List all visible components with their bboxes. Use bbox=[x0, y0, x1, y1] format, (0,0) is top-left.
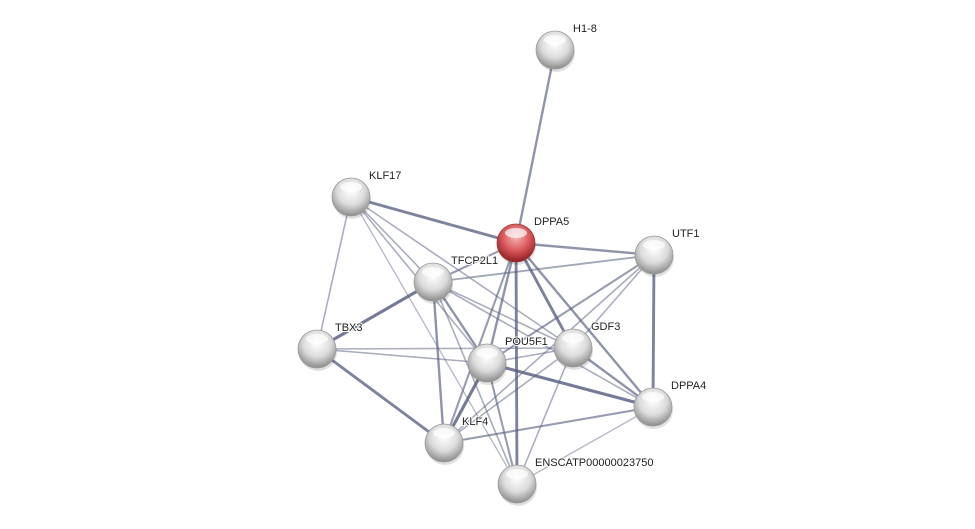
node-highlight bbox=[562, 333, 584, 343]
node-highlight bbox=[643, 240, 665, 250]
edge-pou5f1-dppa4[interactable] bbox=[486, 361, 654, 409]
edge-utf1-pou5f1[interactable] bbox=[486, 254, 655, 364]
node-label: ENSCATP00000023750 bbox=[535, 457, 653, 469]
edge-utf1-klf4[interactable] bbox=[443, 254, 655, 444]
node-highlight bbox=[505, 228, 527, 238]
edges bbox=[316, 49, 656, 485]
node-gdf3[interactable]: GDF3 bbox=[553, 320, 621, 370]
node-highlight bbox=[422, 267, 444, 277]
edge-tbx3-pou5f1[interactable] bbox=[316, 348, 488, 364]
node-utf1[interactable]: UTF1 bbox=[634, 227, 701, 277]
node-highlight bbox=[506, 469, 528, 479]
edge-dppa5-enscatp00000023750[interactable] bbox=[514, 242, 519, 485]
edge-dppa5-dppa4[interactable] bbox=[515, 242, 654, 408]
node-highlight bbox=[642, 392, 664, 402]
edge-klf17-tbx3[interactable] bbox=[316, 196, 352, 350]
node-label: KLF4 bbox=[462, 416, 488, 428]
node-highlight bbox=[306, 334, 328, 344]
node-label: DPPA5 bbox=[534, 216, 569, 228]
node-klf4[interactable]: KLF4 bbox=[424, 415, 489, 465]
edge-tfcp2l1-gdf3[interactable] bbox=[432, 281, 574, 349]
edge-dppa5-pou5f1[interactable] bbox=[485, 242, 518, 364]
edge-tfcp2l1-klf4[interactable] bbox=[431, 281, 446, 444]
node-pou5f1[interactable]: POU5F1 bbox=[467, 335, 549, 385]
node-highlight bbox=[340, 182, 362, 192]
node-enscatp00000023750[interactable]: ENSCATP00000023750 bbox=[497, 456, 654, 506]
edge-tbx3-gdf3[interactable] bbox=[316, 347, 574, 350]
node-highlight bbox=[544, 35, 566, 45]
node-tfcp2l1[interactable]: TFCP2L1 bbox=[413, 254, 499, 304]
node-label: TFCP2L1 bbox=[451, 255, 498, 267]
node-dppa5[interactable]: DPPA5 bbox=[496, 215, 570, 265]
node-klf17[interactable]: KLF17 bbox=[331, 169, 402, 219]
node-label: POU5F1 bbox=[505, 336, 548, 348]
edge-tbx3-klf4[interactable] bbox=[316, 347, 445, 445]
edge-tfcp2l1-dppa4[interactable] bbox=[432, 281, 654, 408]
edge-pou5f1-enscatp00000023750[interactable] bbox=[485, 362, 519, 485]
edge-gdf3-klf4[interactable] bbox=[443, 347, 574, 444]
edge-dppa5-gdf3[interactable] bbox=[514, 242, 575, 349]
edge-gdf3-enscatp00000023750[interactable] bbox=[516, 347, 574, 485]
edge-utf1-dppa4[interactable] bbox=[651, 254, 656, 408]
edge-klf17-tfcp2l1[interactable] bbox=[350, 196, 434, 283]
edge-dppa4-enscatp00000023750[interactable] bbox=[516, 406, 654, 485]
edge-tfcp2l1-utf1[interactable] bbox=[432, 254, 655, 283]
edge-h1-8-dppa5[interactable] bbox=[514, 49, 557, 244]
node-tbx3[interactable]: TBX3 bbox=[297, 321, 364, 371]
node-highlight bbox=[476, 348, 498, 358]
edge-utf1-gdf3[interactable] bbox=[572, 254, 655, 349]
edge-klf17-dppa5[interactable] bbox=[350, 195, 517, 245]
edge-dppa5-klf4[interactable] bbox=[443, 242, 517, 444]
node-dppa4[interactable]: DPPA4 bbox=[633, 379, 707, 429]
edge-klf17-gdf3[interactable] bbox=[350, 196, 574, 349]
node-label: KLF17 bbox=[369, 170, 401, 182]
node-label: H1-8 bbox=[573, 23, 597, 35]
node-highlight bbox=[433, 428, 455, 438]
node-label: UTF1 bbox=[672, 228, 700, 240]
edge-tfcp2l1-tbx3[interactable] bbox=[316, 280, 434, 351]
node-h1-8[interactable]: H1-8 bbox=[535, 22, 598, 72]
node-label: TBX3 bbox=[335, 322, 363, 334]
node-label: GDF3 bbox=[591, 321, 620, 333]
node-label: DPPA4 bbox=[671, 380, 706, 392]
edge-dppa5-utf1[interactable] bbox=[515, 241, 655, 257]
edge-klf4-dppa4[interactable] bbox=[443, 405, 654, 445]
